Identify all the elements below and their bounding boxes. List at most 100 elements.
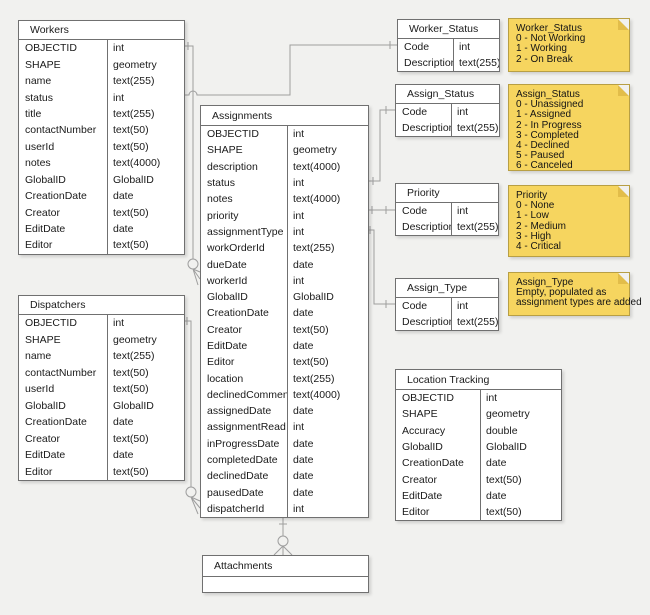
table-row: SHAPE geometry (396, 406, 561, 423)
entity-table-workers[interactable]: Workers OBJECTID int SHAPE geometry name… (18, 20, 185, 255)
field-name: workerId (207, 274, 248, 287)
one-tick-icon (369, 226, 387, 308)
field-name: Code (402, 300, 428, 312)
table-rows: OBJECTID int SHAPE geometry Accuracy dou… (396, 390, 561, 521)
empty-row (203, 577, 368, 592)
field-name: Creator (25, 432, 61, 445)
field-type: GlobalID (107, 397, 184, 414)
field-name: Editor (25, 239, 53, 252)
connector-workers-worker-status[interactable] (183, 41, 397, 96)
table-title: Assignments (201, 106, 368, 126)
table-row: Accuracy double (396, 422, 561, 439)
table-row: assignedDate date (201, 403, 368, 420)
table-row: SHAPE geometry (19, 56, 184, 73)
connector-workers-assignments[interactable] (183, 42, 201, 286)
entity-table-assign-status[interactable]: Assign_Status Code int Description text(… (395, 84, 500, 137)
field-name: OBJECTID (25, 42, 77, 55)
field-name: GlobalID (207, 291, 248, 304)
crow-foot-icon (192, 268, 201, 286)
field-type: int (287, 126, 368, 143)
note-fold-corner-icon (618, 85, 629, 96)
field-name: EditDate (25, 449, 66, 462)
field-name: workOrderId (207, 242, 265, 255)
table-row: Creator text(50) (201, 321, 368, 338)
field-type: date (287, 305, 368, 322)
field-type: text(4000) (107, 155, 184, 172)
field-name: priority (207, 209, 239, 222)
field-name: Description (402, 122, 451, 134)
connector-dispatchers-assignments[interactable] (183, 317, 201, 515)
note-line: 1 - Assigned (516, 109, 572, 121)
field-name: EditDate (207, 340, 248, 352)
field-name: Editor (25, 465, 53, 478)
entity-table-attachments[interactable]: Attachments (202, 555, 369, 593)
field-type: geometry (287, 142, 368, 159)
field-type: int (287, 500, 368, 518)
table-row: OBJECTID int (201, 126, 368, 143)
note-line: 0 - Not Working (516, 33, 586, 45)
entity-table-location-tracking[interactable]: Location Tracking OBJECTID int SHAPE geo… (395, 369, 562, 522)
table-title: Assign_Type (396, 279, 498, 298)
field-type: int (480, 390, 561, 407)
field-type: int (287, 207, 368, 224)
entity-table-assign-type[interactable]: Assign_Type Code int Description text(25… (395, 278, 499, 331)
connector-line (183, 44, 397, 96)
table-row: CreationDate date (201, 305, 368, 322)
note-line: 3 - Completed (516, 129, 579, 141)
field-name: OBJECTID (25, 317, 77, 330)
field-name: SHAPE (207, 144, 243, 157)
field-name: assignedDate (207, 405, 272, 418)
note-line: 3 - High (516, 230, 552, 242)
connector-assignments-assign-type[interactable] (367, 226, 395, 308)
field-type: int (453, 39, 499, 55)
field-type: date (480, 487, 561, 505)
table-rows: Code int Description text(255) (396, 298, 498, 330)
crow-foot-icon (190, 496, 201, 515)
note-line: 1 - Working (516, 43, 567, 55)
connector-assignments-priority[interactable] (367, 206, 395, 214)
table-row: GlobalID GlobalID (19, 171, 184, 188)
table-row: location text(255) (201, 370, 368, 387)
note-line: 5 - Paused (516, 150, 565, 162)
field-type: text(50) (107, 138, 184, 156)
entity-table-dispatchers[interactable]: Dispatchers OBJECTID int SHAPE geometry … (18, 295, 185, 481)
field-type: text(255) (107, 348, 184, 365)
field-type: text(255) (451, 314, 498, 330)
entity-table-worker-status[interactable]: Worker_Status Code int Description text(… (397, 19, 500, 72)
field-type: text(255) (287, 370, 368, 387)
table-row: EditDate date (19, 447, 184, 464)
note-line: 0 - Unassigned (516, 99, 584, 111)
field-type: int (287, 223, 368, 241)
table-row: CreationDate date (19, 414, 184, 431)
field-type: date (287, 337, 368, 355)
table-row: notes text(4000) (19, 155, 184, 172)
field-type: text(255) (287, 240, 368, 257)
table-title: Priority (396, 184, 498, 203)
connector-assignments-attachments[interactable] (273, 515, 293, 556)
table-row: GlobalID GlobalID (19, 397, 184, 414)
field-name: status (25, 91, 54, 104)
table-row: title text(255) (19, 105, 184, 123)
table-rows: OBJECTID int SHAPE geometry name text(25… (19, 315, 184, 480)
field-name: notes (207, 193, 233, 206)
field-name: location (207, 372, 244, 385)
table-row: EditDate date (19, 220, 184, 238)
field-type: geometry (480, 406, 561, 423)
table-row: workOrderId text(255) (201, 240, 368, 257)
connector-assignments-assign-status[interactable] (367, 106, 395, 185)
field-type: date (287, 256, 368, 273)
field-name: userId (25, 140, 55, 153)
entity-table-assignments[interactable]: Assignments OBJECTID int SHAPE geometry … (200, 105, 369, 519)
entity-table-priority[interactable]: Priority Code int Description text(255) (395, 183, 499, 236)
field-type: date (107, 447, 184, 464)
field-name: Editor (207, 356, 235, 369)
field-name: Creator (402, 473, 438, 486)
table-title: Location Tracking (396, 370, 561, 390)
field-type: text(255) (451, 120, 499, 136)
